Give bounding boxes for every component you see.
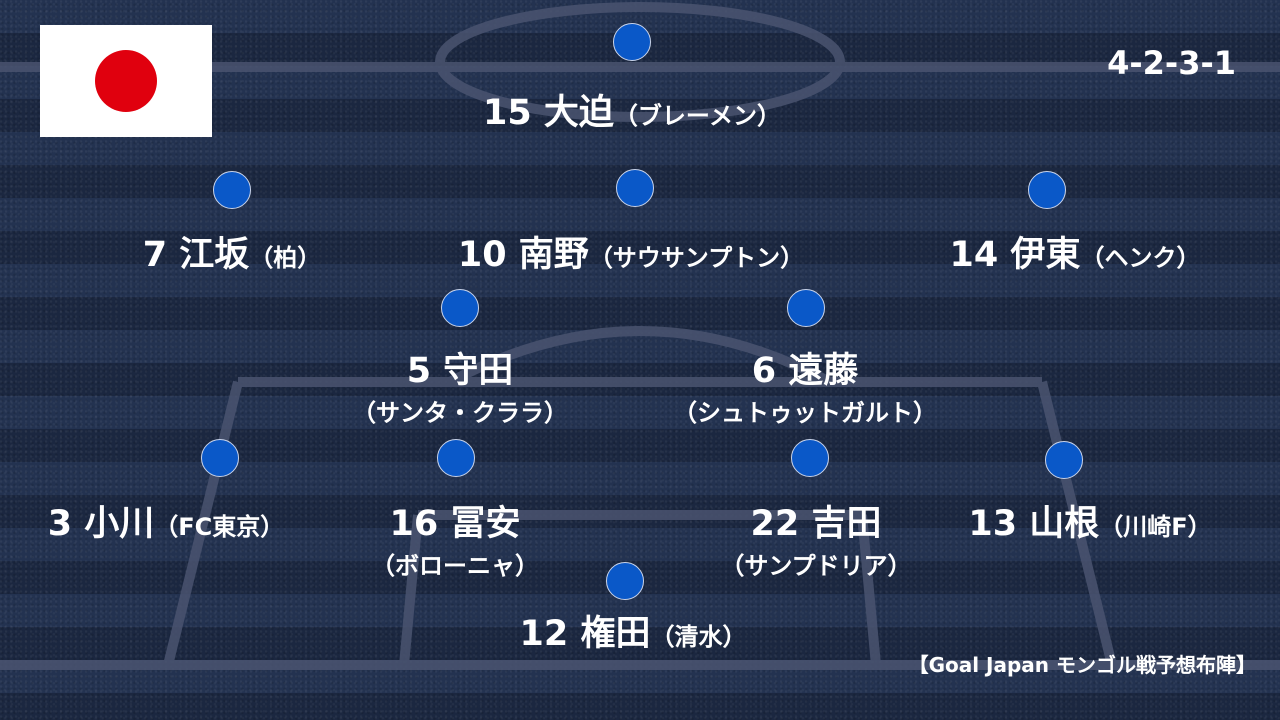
player-label-dm-right: 6 遠藤 （シュトゥットガルト） [673, 342, 937, 428]
player-club: （清水） [650, 623, 747, 651]
player-label-lw: 7 江坂（柏） [143, 226, 322, 277]
player-name: 6 遠藤 [751, 351, 859, 391]
player-name: 14 伊東 [949, 235, 1081, 275]
player-label-rw: 14 伊東（ヘンク） [950, 226, 1201, 277]
center-circle [435, 2, 845, 122]
player-club: （サウサンプトン） [588, 244, 805, 272]
goal-box-left [399, 514, 423, 666]
player-marker-lw [213, 171, 251, 209]
player-label-dm-left: 5 守田 （サンタ・クララ） [352, 342, 568, 428]
player-marker-cb-right [791, 439, 829, 477]
player-club: （サンタ・クララ） [352, 399, 568, 427]
penalty-box-right [1037, 380, 1117, 667]
player-club: （シュトゥットガルト） [673, 399, 937, 427]
player-marker-rw [1028, 171, 1066, 209]
player-name: 7 江坂 [142, 235, 250, 275]
player-club: （FC東京） [154, 513, 285, 541]
player-name: 15 大迫 [483, 93, 614, 133]
player-club: （川崎F） [1099, 513, 1212, 541]
player-name: 22 吉田 [750, 504, 882, 544]
flag-disc [95, 50, 157, 112]
player-name: 13 山根 [968, 504, 1100, 544]
player-label-cb-left: 16 冨安 （ボローニャ） [371, 495, 539, 581]
player-label-rb: 13 山根（川崎F） [968, 495, 1211, 546]
player-marker-cam [616, 169, 654, 207]
player-label-cb-right: 22 吉田 （サンプドリア） [720, 495, 911, 581]
player-marker-rb [1045, 441, 1083, 479]
player-club: （ヘンク） [1080, 244, 1201, 272]
formation-label: 4-2-3-1 [1107, 44, 1236, 82]
player-marker-lb [201, 439, 239, 477]
player-name: 12 権田 [519, 614, 651, 654]
goal-box-right [857, 514, 881, 666]
player-name: 10 南野 [457, 235, 589, 275]
japan-flag-icon [40, 25, 212, 137]
player-label-lb: 3 小川（FC東京） [48, 495, 285, 546]
player-marker-cb-left [437, 439, 475, 477]
player-club: （ブレーメン） [613, 102, 781, 130]
player-label-gk: 12 権田（清水） [520, 605, 747, 656]
credit-caption: 【Goal Japan モンゴル戦予想布陣】 [908, 653, 1256, 677]
player-club: （サンプドリア） [720, 552, 912, 580]
player-label-cam: 10 南野（サウサンプトン） [458, 226, 804, 277]
player-name: 16 冨安 [389, 504, 521, 544]
penalty-arc [447, 326, 833, 387]
penalty-box-left [163, 380, 243, 667]
player-label-fw: 15 大迫（ブレーメン） [483, 84, 781, 135]
player-marker-gk [606, 562, 644, 600]
player-club: （柏） [249, 244, 322, 272]
player-club: （ボローニャ） [371, 552, 539, 580]
player-marker-dm-right [787, 289, 825, 327]
player-name: 5 守田 [406, 351, 514, 391]
player-marker-fw [613, 23, 651, 61]
player-name: 3 小川 [47, 504, 155, 544]
player-marker-dm-left [441, 289, 479, 327]
